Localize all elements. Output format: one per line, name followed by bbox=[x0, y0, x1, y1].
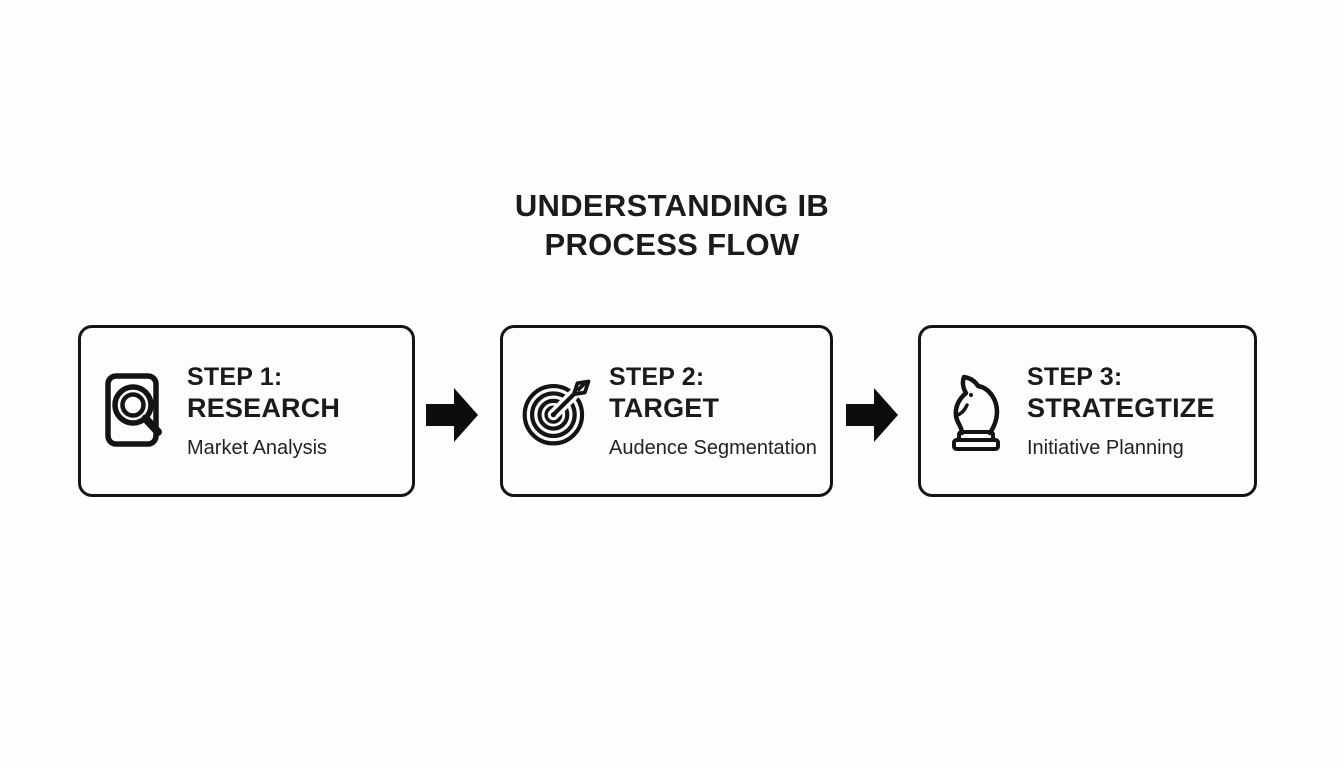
target-dart-icon bbox=[521, 372, 595, 450]
step-card-research: STEP 1: RESEARCH Market Analysis bbox=[78, 325, 415, 497]
step-card-text: STEP 2: TARGET Audence Segmentation bbox=[609, 362, 817, 460]
step-label: STEP 2: bbox=[609, 363, 705, 391]
step-name: RESEARCH bbox=[187, 393, 341, 423]
step-description: Initiative Planning bbox=[1027, 437, 1184, 459]
chess-knight-icon bbox=[939, 369, 1013, 453]
step-description: Audence Segmentation bbox=[609, 437, 817, 459]
step-card-text: STEP 3: STRATEGTIZE Initiative Planning bbox=[1027, 362, 1215, 460]
page-title-line-1: UNDERSTANDING IB bbox=[514, 188, 830, 223]
step-label: STEP 3: bbox=[1027, 363, 1123, 391]
step-label: STEP 1: bbox=[187, 363, 283, 391]
step-name: STRATEGTIZE bbox=[1027, 393, 1215, 423]
flow-arrow-icon bbox=[846, 387, 898, 443]
step-card-target: STEP 2: TARGET Audence Segmentation bbox=[500, 325, 833, 497]
page-title-line-2: PROCESS FLOW bbox=[544, 227, 800, 262]
flow-arrow-icon bbox=[426, 387, 478, 443]
step-card-strategize: STEP 3: STRATEGTIZE Initiative Planning bbox=[918, 325, 1257, 497]
document-search-icon bbox=[99, 372, 173, 450]
page-title: UNDERSTANDING IB PROCESS FLOW bbox=[0, 186, 1344, 264]
step-description: Market Analysis bbox=[187, 437, 328, 459]
step-card-text: STEP 1: RESEARCH Market Analysis bbox=[187, 362, 340, 460]
step-name: TARGET bbox=[609, 393, 720, 423]
